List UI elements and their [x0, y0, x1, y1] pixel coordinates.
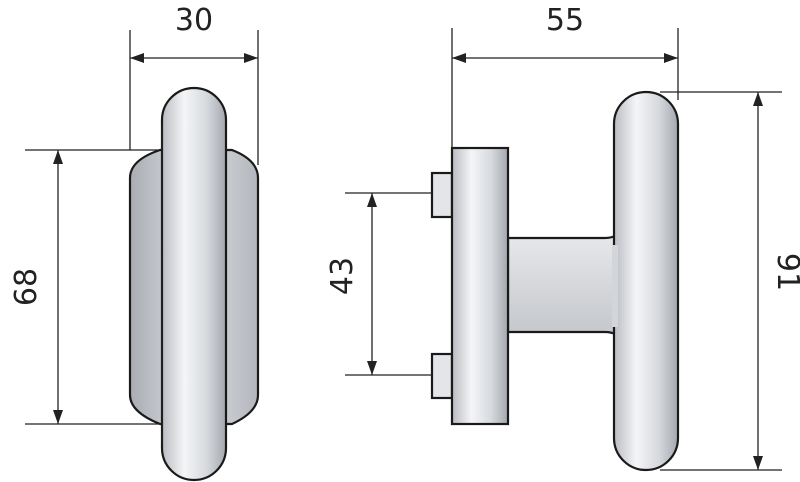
side-depth-label: 55 — [546, 3, 584, 38]
front-width-arrow-left — [130, 53, 144, 63]
side-view: 55 91 43 — [325, 3, 800, 472]
side-stem — [506, 227, 624, 343]
front-grip — [160, 86, 228, 482]
screw-top — [430, 171, 454, 219]
side-stem-blend — [612, 245, 618, 327]
front-height-arrow-bottom — [53, 410, 63, 424]
side-height-label: 91 — [770, 253, 800, 291]
screw-spacing-label: 43 — [325, 257, 360, 295]
screw-bottom — [430, 352, 454, 400]
front-height-label: 68 — [9, 268, 44, 306]
screw-spacing-arrow-bottom — [367, 361, 377, 375]
side-base-plate — [450, 146, 510, 426]
screw-spacing-arrow-top — [367, 193, 377, 207]
side-height-arrow-top — [753, 92, 763, 106]
front-view: 30 68 — [9, 3, 260, 482]
side-height-arrow-bottom — [753, 456, 763, 470]
side-depth-arrow-left — [452, 53, 466, 63]
front-height-arrow-top — [53, 150, 63, 164]
front-width-label: 30 — [175, 3, 213, 38]
front-width-arrow-right — [244, 53, 258, 63]
side-grip — [612, 90, 680, 472]
side-depth-arrow-right — [664, 53, 678, 63]
